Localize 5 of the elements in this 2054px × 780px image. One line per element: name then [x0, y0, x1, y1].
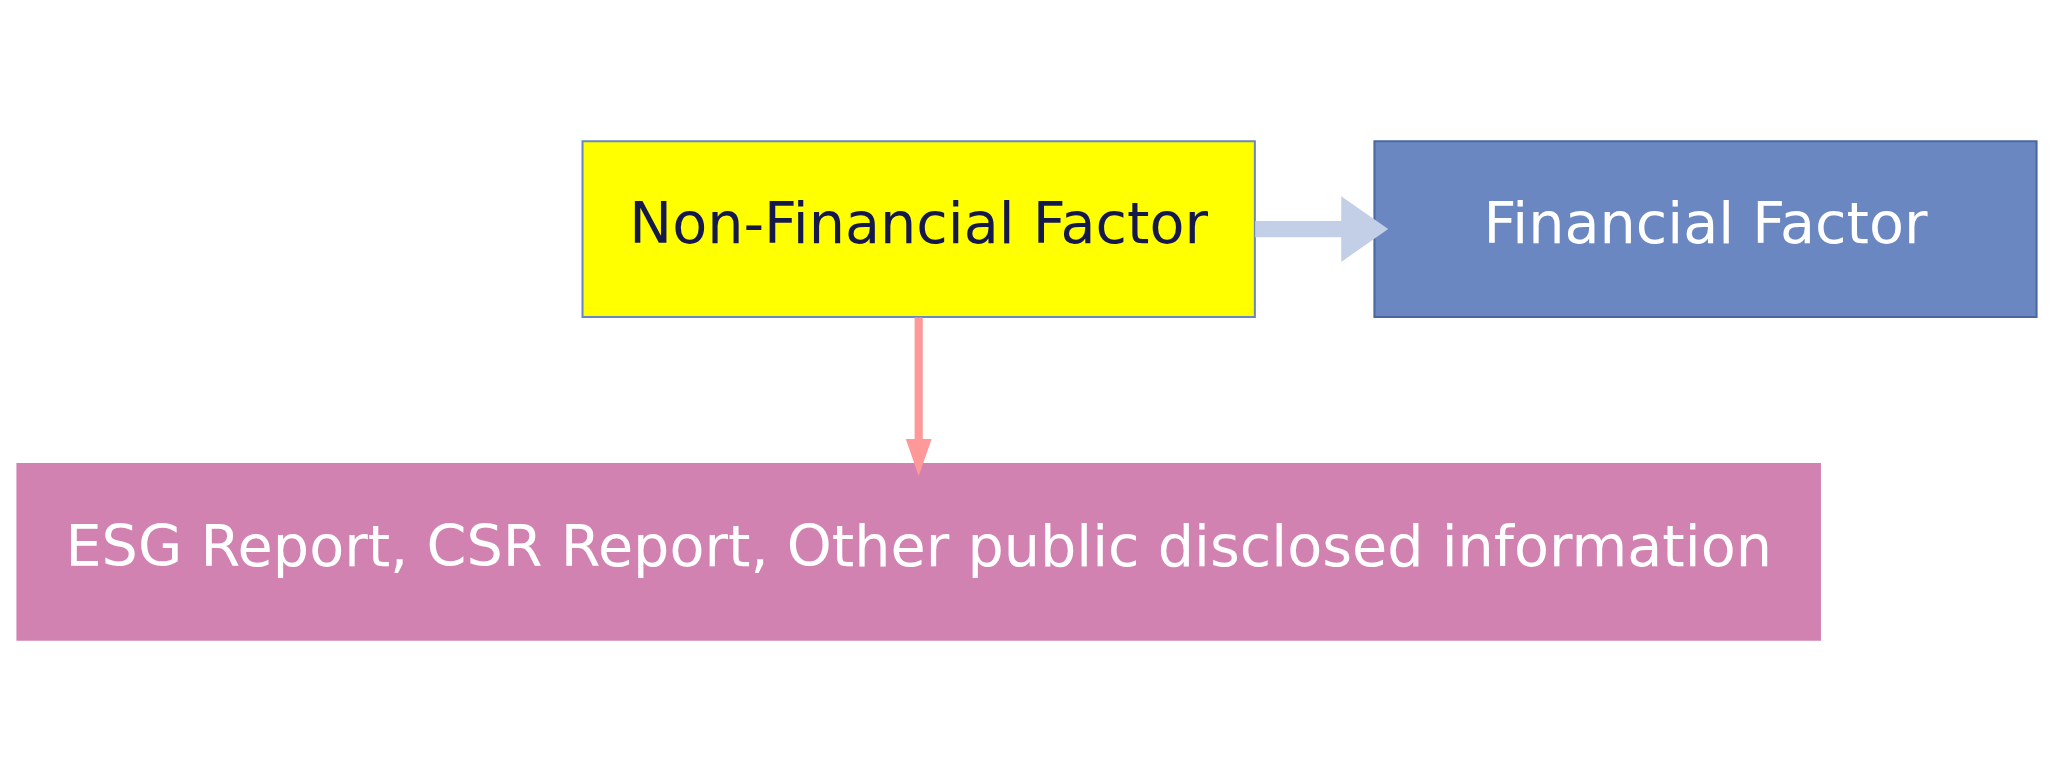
node-box: Financial Factor — [1373, 139, 2038, 318]
arrow — [905, 316, 932, 476]
node-box: ESG Report, CSR Report, Other public disclosed information — [16, 462, 1821, 641]
arrow — [1255, 195, 1389, 262]
node-box: Non-Financial Factor — [581, 139, 1256, 318]
